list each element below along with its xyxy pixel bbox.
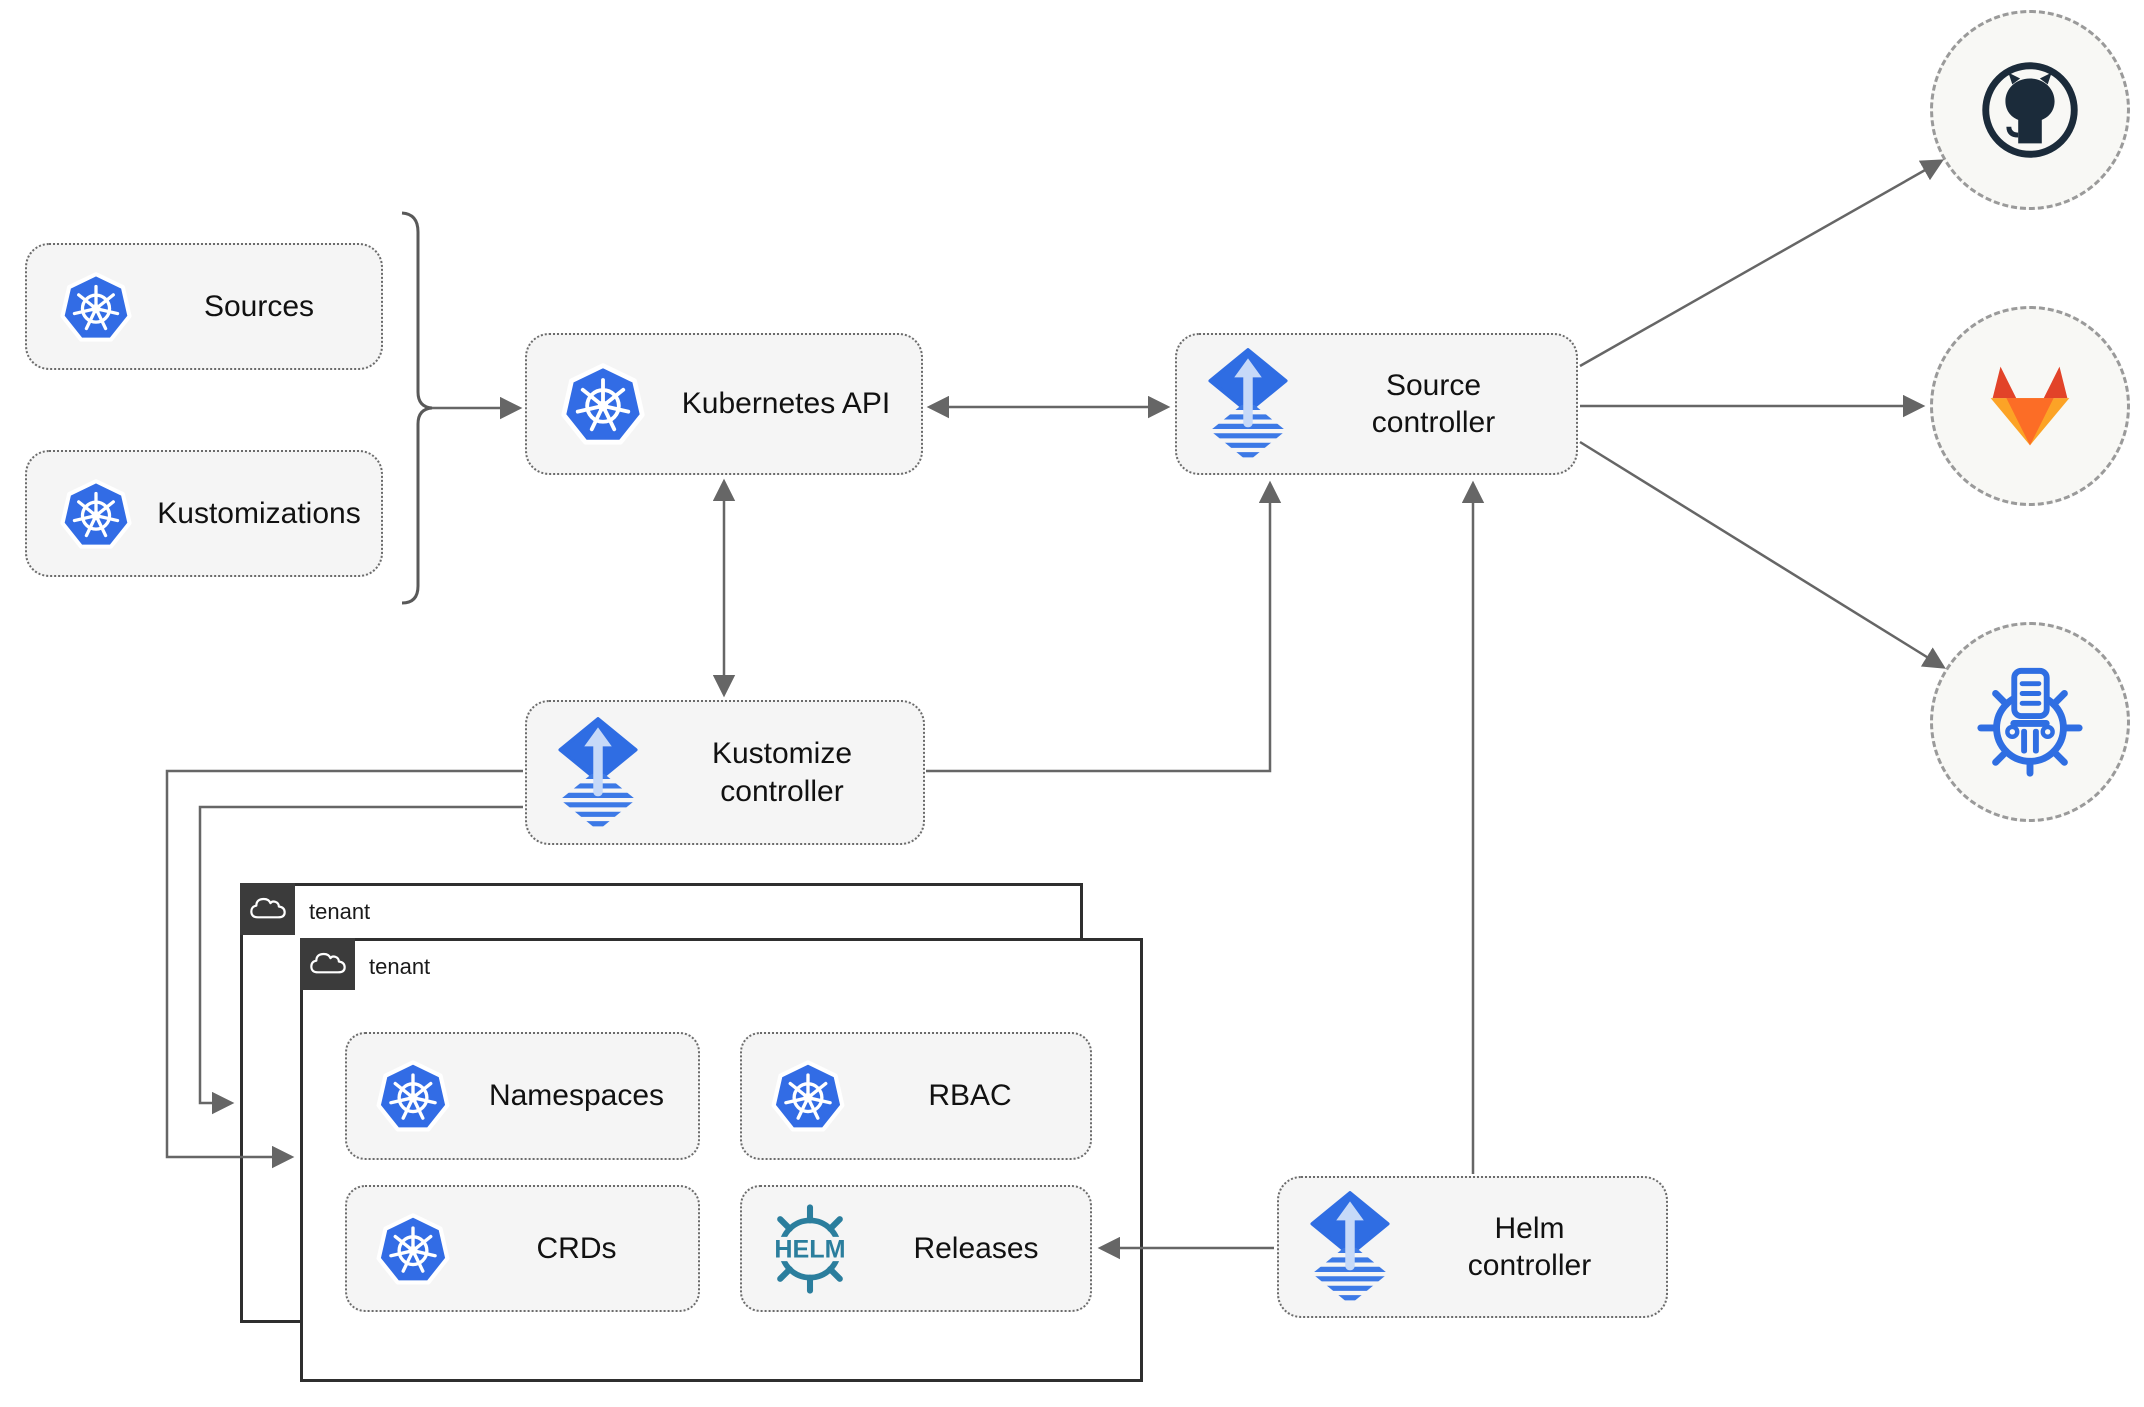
kubernetes-icon (55, 266, 137, 348)
source-controller-box: Source controller (1175, 333, 1578, 475)
tenant-back-tab (240, 883, 295, 935)
releases-label: Releases (913, 1231, 1039, 1265)
crds-box: CRDs (345, 1185, 700, 1312)
edge-kustomize-to-sourcecontroller (926, 480, 1282, 773)
edge-source-to-github (1579, 159, 1944, 368)
releases-box: HELM Releases (740, 1185, 1092, 1312)
kubernetes-api-box: Kubernetes API (525, 333, 923, 475)
flux-icon (1205, 348, 1291, 460)
helm-repository-endpoint (1930, 622, 2130, 822)
source-controller-label: Source controller (1371, 368, 1496, 440)
github-endpoint (1930, 10, 2130, 210)
sources-label: Sources (203, 289, 315, 323)
flux-icon (555, 717, 641, 829)
namespaces-box: Namespaces (345, 1032, 700, 1160)
tenant-front-tab (300, 938, 355, 990)
helm-controller-label: Helm controller (1467, 1211, 1592, 1283)
sources-box: Sources (25, 243, 383, 370)
kubernetes-icon (371, 1054, 455, 1138)
chartmuseum-icon (1977, 667, 2083, 777)
tenant-group-front: tenant (300, 938, 1143, 1382)
kubernetes-icon (555, 356, 651, 452)
cloud-icon (249, 897, 286, 919)
kubernetes-icon (371, 1207, 455, 1291)
gitlab-endpoint (1930, 306, 2130, 506)
kustomizations-label: Kustomizations (157, 496, 361, 530)
rbac-label: RBAC (928, 1079, 1012, 1113)
edge-source-to-helmrepo (1579, 440, 1946, 669)
kubernetes-icon (55, 473, 137, 555)
brace-sources-group (401, 211, 433, 605)
helm-controller-box: Helm controller (1277, 1176, 1668, 1318)
namespaces-label: Namespaces (488, 1079, 665, 1113)
kubernetes-api-label: Kubernetes API (681, 387, 891, 421)
helm-wheel-icon: HELM (758, 1197, 862, 1301)
tenant-front-label: tenant (369, 954, 431, 979)
github-icon (1982, 62, 2078, 158)
kustomize-controller-label: Kustomize controller (711, 737, 853, 808)
kustomize-controller-box: Kustomize controller (525, 700, 925, 845)
tenant-back-label: tenant (309, 899, 371, 924)
kubernetes-icon (766, 1054, 850, 1138)
kustomizations-box: Kustomizations (25, 450, 383, 577)
flux-icon (1307, 1191, 1393, 1303)
helm-wheel-text: HELM (774, 1235, 845, 1263)
rbac-box: RBAC (740, 1032, 1092, 1160)
crds-label: CRDs (536, 1231, 617, 1265)
gitlab-icon (1990, 366, 2070, 446)
cloud-icon (309, 952, 346, 974)
